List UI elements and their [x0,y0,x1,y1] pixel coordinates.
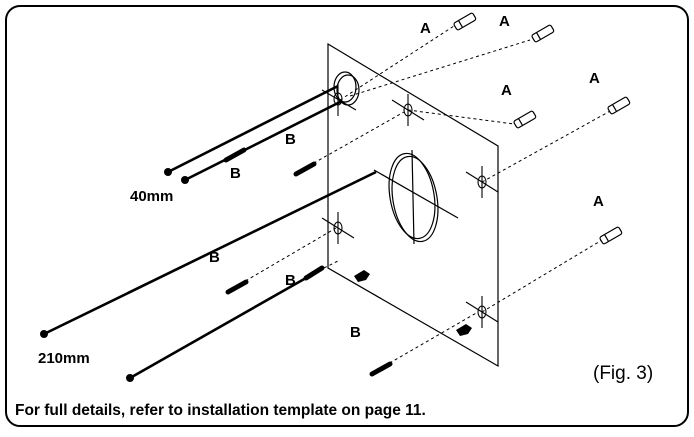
cable-ends [40,168,189,382]
label-long-cable-length: 210mm [38,350,90,367]
label-b: B [285,131,296,148]
wall-plugs [453,12,631,245]
fixing-points [321,84,499,328]
diagram-frame [5,5,689,427]
cable-leaders [43,84,377,380]
label-a: A [589,70,600,87]
label-b: B [350,324,361,341]
caption: For full details, refer to installation … [15,402,426,419]
cable-passage-hole [373,149,459,245]
label-b: B [230,165,241,182]
label-b: B [285,272,296,289]
cable-clips [354,270,472,336]
label-a: A [593,193,604,210]
screws [223,147,393,377]
label-a: A [499,13,510,30]
label-b: B [209,249,220,266]
label-a: A [501,82,512,99]
figure-label: (Fig. 3) [593,363,653,384]
label-short-cable-length: 40mm [130,188,173,205]
label-a: A [420,20,431,37]
